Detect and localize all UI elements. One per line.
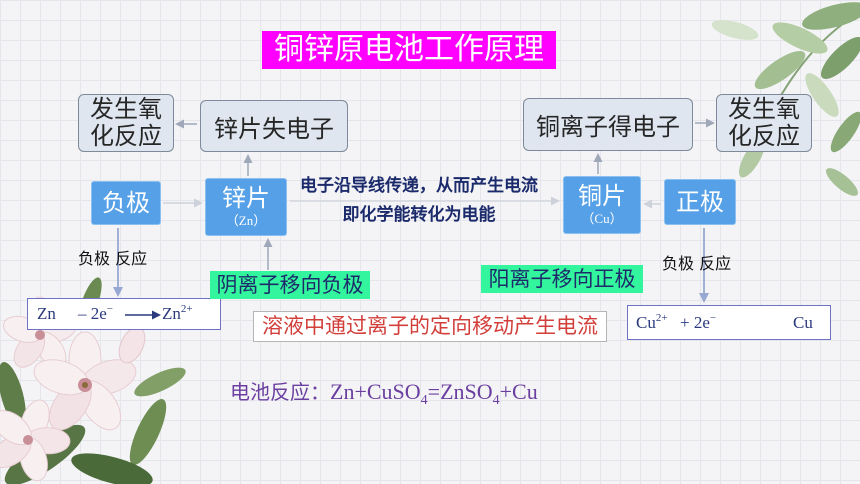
leaf [820, 36, 860, 80]
cell-reaction-label: 电池反应： [230, 380, 330, 404]
zinc-loses-electrons-text: 锌片失电子 [214, 114, 334, 143]
flower [33, 331, 137, 431]
leaf [754, 50, 806, 90]
cell-reaction: 电池反应：Zn+CuSO4=ZnSO4+Cu [230, 378, 538, 408]
positive-electrode-label: 正极 [676, 187, 724, 216]
leaf [129, 399, 167, 465]
anode-electron-charge: − [106, 303, 114, 315]
flower-stamen [82, 382, 88, 388]
anion-migration-label: 阴离子移向负极 [210, 271, 370, 299]
copper-ions-gain-electrons-box: 铜离子得电子 [523, 98, 693, 151]
leaf [772, 22, 828, 54]
cathode-electron-charge: − [709, 312, 717, 324]
zinc-plate-name: 锌片 [222, 184, 270, 212]
anode-product-text: Zn [162, 304, 181, 323]
electron-flow-text: 电子沿导线传递，从而产生电流 [300, 176, 538, 196]
cathode-reactant-text: Cu [636, 313, 656, 332]
leaf-branch-decoration [711, 2, 860, 196]
cathode-reaction-label: 负极 反应 [662, 254, 732, 273]
leaf [134, 367, 186, 397]
zinc-plate-symbol: （Zn） [225, 213, 267, 228]
anode-oxidation-box: 发生氧化反应 [78, 94, 174, 152]
copper-plate-symbol: （Cu） [581, 211, 623, 226]
cathode-electrons-text: + 2e [680, 313, 710, 332]
flower-center [23, 435, 33, 445]
copper-plate-name: 铜片 [578, 182, 626, 210]
anode-electrons-text: – 2e [78, 304, 107, 323]
copper-plate-box: 铜片 （Cu） [563, 176, 641, 234]
anode-product: Zn2+ [162, 299, 193, 331]
anode-half-reaction-box: Zn – 2e− Zn2+ [27, 298, 221, 330]
leaf [826, 168, 858, 196]
positive-electrode-box: 正极 [664, 179, 736, 225]
leaf [0, 362, 26, 428]
flower-center [35, 330, 45, 340]
anode-electrons: – 2e− [78, 299, 113, 331]
leaf [830, 111, 860, 153]
leaf [802, 2, 860, 30]
reaction-arrow-icon [125, 310, 161, 320]
cell-reaction-subscript1: 4 [420, 393, 428, 408]
page-title: 铜锌原电池工作原理 [262, 31, 556, 69]
anode-reaction-label: 负极 反应 [78, 249, 148, 268]
anode-reactant: Zn [37, 304, 56, 323]
cell-reaction-part3: +Cu [499, 379, 538, 404]
anode-oxidation-text: 发生氧化反应 [90, 95, 162, 150]
zinc-plate-box: 锌片 （Zn） [205, 178, 287, 236]
negative-electrode-label: 负极 [102, 188, 150, 217]
cathode-electrons: + 2e− [680, 308, 716, 340]
cathode-reaction-text: 发生氧化反应 [728, 95, 800, 150]
copper-ions-gain-electrons-text: 铜离子得电子 [536, 113, 680, 141]
zinc-loses-electrons-box: 锌片失电子 [200, 100, 348, 152]
cathode-reactant: Cu2+ [636, 308, 668, 340]
leaf [71, 453, 153, 484]
cation-migration-label: 阳离子移向正极 [481, 265, 643, 293]
cell-reaction-part2: =ZnSO [427, 379, 493, 404]
anode-product-charge: 2+ [180, 303, 193, 315]
cell-reaction-subscript2: 4 [492, 393, 500, 408]
cathode-product: Cu [793, 313, 813, 332]
solution-current-box: 溶液中通过离子的定向移动产生电流 [253, 311, 607, 342]
leaf [805, 73, 839, 117]
cathode-reaction-box: 发生氧化反应 [716, 94, 812, 152]
leaf [711, 20, 759, 40]
cell-reaction-part1: Zn+CuSO [330, 379, 421, 404]
energy-conversion-text: 即化学能转化为电能 [342, 205, 496, 225]
flower [0, 399, 71, 482]
cathode-half-reaction-box: Cu2+ + 2e− Cu [627, 305, 831, 340]
negative-electrode-box: 负极 [91, 181, 161, 225]
cathode-reactant-charge: 2+ [655, 312, 668, 324]
